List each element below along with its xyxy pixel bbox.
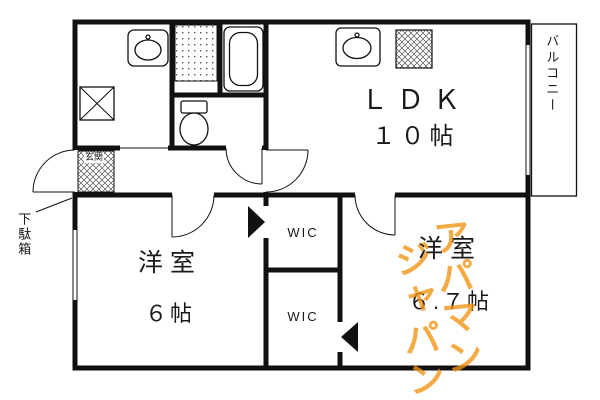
wic-lower-label: WIC — [287, 309, 319, 324]
bedroom-right-door-arc — [354, 194, 396, 236]
balcony-label: バルコニー — [544, 34, 560, 114]
bedroom-right-size-label: ６.７帖 — [407, 289, 493, 314]
bedroom-right-label: 洋室 — [417, 235, 482, 263]
gas-range-icon — [395, 29, 433, 69]
wic-upper-door-marker — [248, 206, 265, 238]
laundry-pan-icon — [79, 86, 115, 121]
bedroom-left-label: 洋室 — [137, 249, 202, 277]
entrance-label: 玄関 — [84, 152, 105, 163]
window-left-bedroom — [72, 230, 78, 300]
washer-space-icon — [174, 24, 218, 82]
wic-lower-door-marker — [341, 322, 358, 352]
toilet-icon — [179, 100, 209, 146]
balcony-outline — [530, 23, 578, 197]
shoe-cabinet-label: 下駄箱 — [16, 212, 32, 257]
front-door-arc — [32, 149, 76, 193]
window-balcony-side — [525, 45, 531, 175]
ldk-size-label: １０帖 — [371, 123, 459, 150]
ldk-door-arc — [265, 149, 309, 193]
shoe-cabinet-leader-line — [35, 197, 73, 213]
bedroom-left-size-label: ６帖 — [144, 301, 195, 326]
bedroom-left-door-arc — [171, 194, 215, 238]
vanity-sink-icon — [127, 29, 169, 67]
bathtub-icon — [223, 26, 264, 92]
ldk-label: ＬＤＫ — [361, 85, 469, 115]
wic-upper-label: WIC — [287, 225, 319, 240]
toilet-door-arc — [225, 147, 263, 185]
kitchen-sink-icon — [335, 27, 381, 67]
